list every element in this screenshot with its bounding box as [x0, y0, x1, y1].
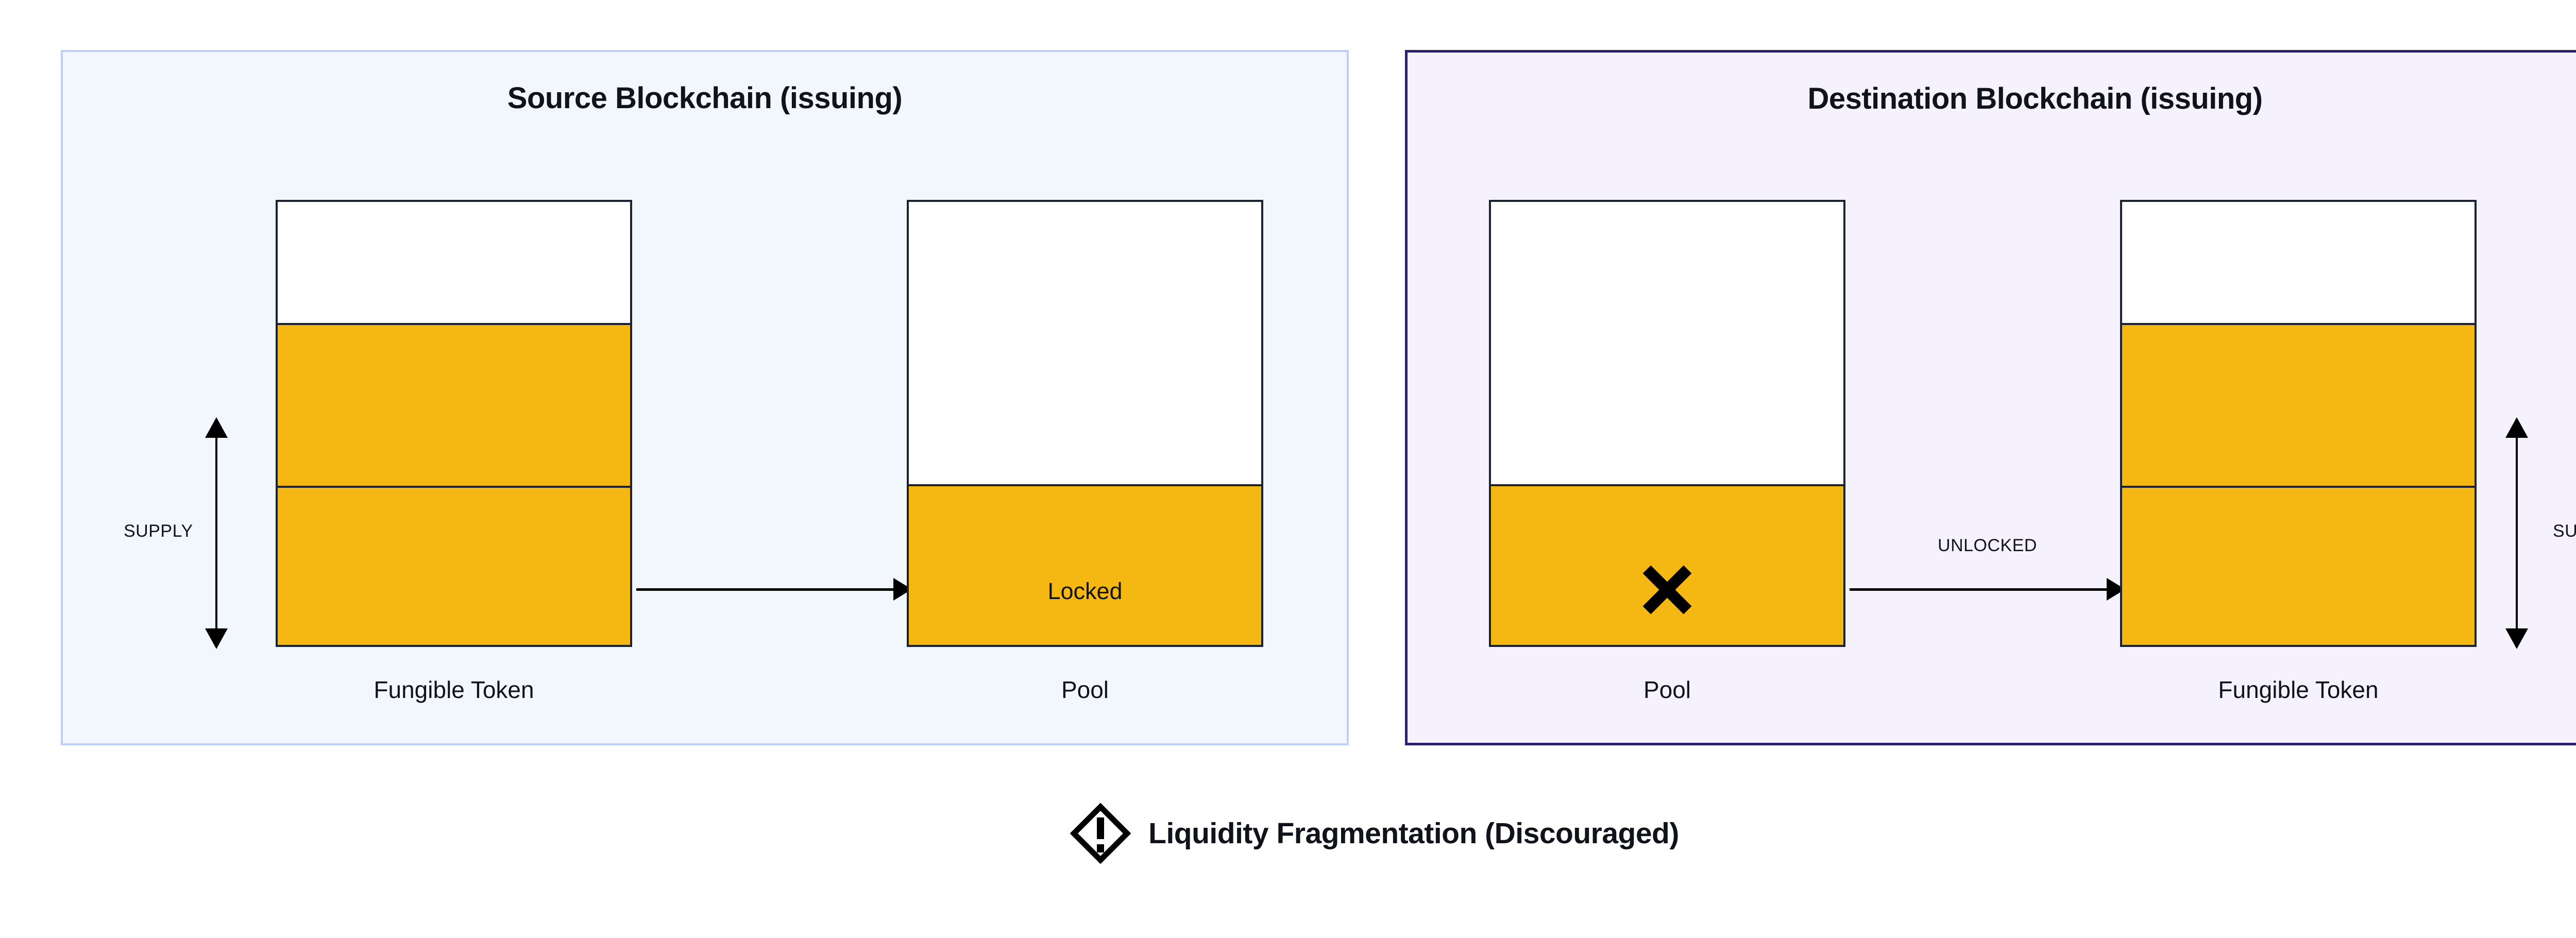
- arrow-shaft: [636, 588, 900, 591]
- warning-diamond-icon: [1070, 803, 1131, 864]
- destination-flow-label: UNLOCKED: [1938, 536, 2037, 555]
- source-supply-label: SUPPLY: [124, 521, 193, 541]
- arrow-shaft: [215, 435, 217, 632]
- destination-unlock-flow-arrow: [1850, 578, 2125, 601]
- destination-fungible-token-bar: [2120, 200, 2477, 647]
- destination-supply-arrow: [2501, 417, 2532, 649]
- arrow-head-up-icon: [205, 417, 228, 438]
- x-mark-icon: [1636, 559, 1698, 621]
- destination-panel-title: Destination Blockchain (issuing): [1807, 82, 2263, 115]
- footer-caption: Liquidity Fragmentation (Discouraged): [0, 787, 2576, 880]
- source-lock-flow-arrow: [636, 578, 912, 601]
- footer-text: Liquidity Fragmentation (Discouraged): [1148, 817, 1679, 850]
- bar-segment-divider: [2122, 486, 2475, 488]
- destination-fungible-token-fill: [2122, 323, 2475, 645]
- destination-pool-fill: [1491, 484, 1843, 645]
- source-bar-0-caption: Fungible Token: [374, 676, 534, 703]
- source-panel-title: Source Blockchain (issuing): [507, 81, 903, 115]
- arrow-shaft: [2516, 435, 2518, 632]
- destination-bar-1-caption: Fungible Token: [2218, 676, 2379, 703]
- bar-segment-divider: [278, 486, 630, 488]
- arrow-head-up-icon: [2505, 417, 2528, 438]
- arrow-head-down-icon: [2505, 628, 2528, 649]
- destination-bar-0-caption: Pool: [1643, 676, 1691, 703]
- destination-supply-label: SUPPLY: [2553, 521, 2576, 541]
- source-fungible-token-bar: [276, 200, 632, 647]
- source-fungible-token-fill: [278, 323, 630, 645]
- source-pool-locked-label: Locked: [1047, 578, 1123, 604]
- arrow-head-down-icon: [205, 628, 228, 649]
- source-bar-1-caption: Pool: [1061, 676, 1109, 703]
- source-pool-fill: [909, 484, 1261, 645]
- source-pool-bar: [907, 200, 1263, 647]
- destination-pool-bar: [1489, 200, 1845, 647]
- source-supply-arrow: [201, 417, 232, 649]
- arrow-shaft: [1850, 588, 2113, 591]
